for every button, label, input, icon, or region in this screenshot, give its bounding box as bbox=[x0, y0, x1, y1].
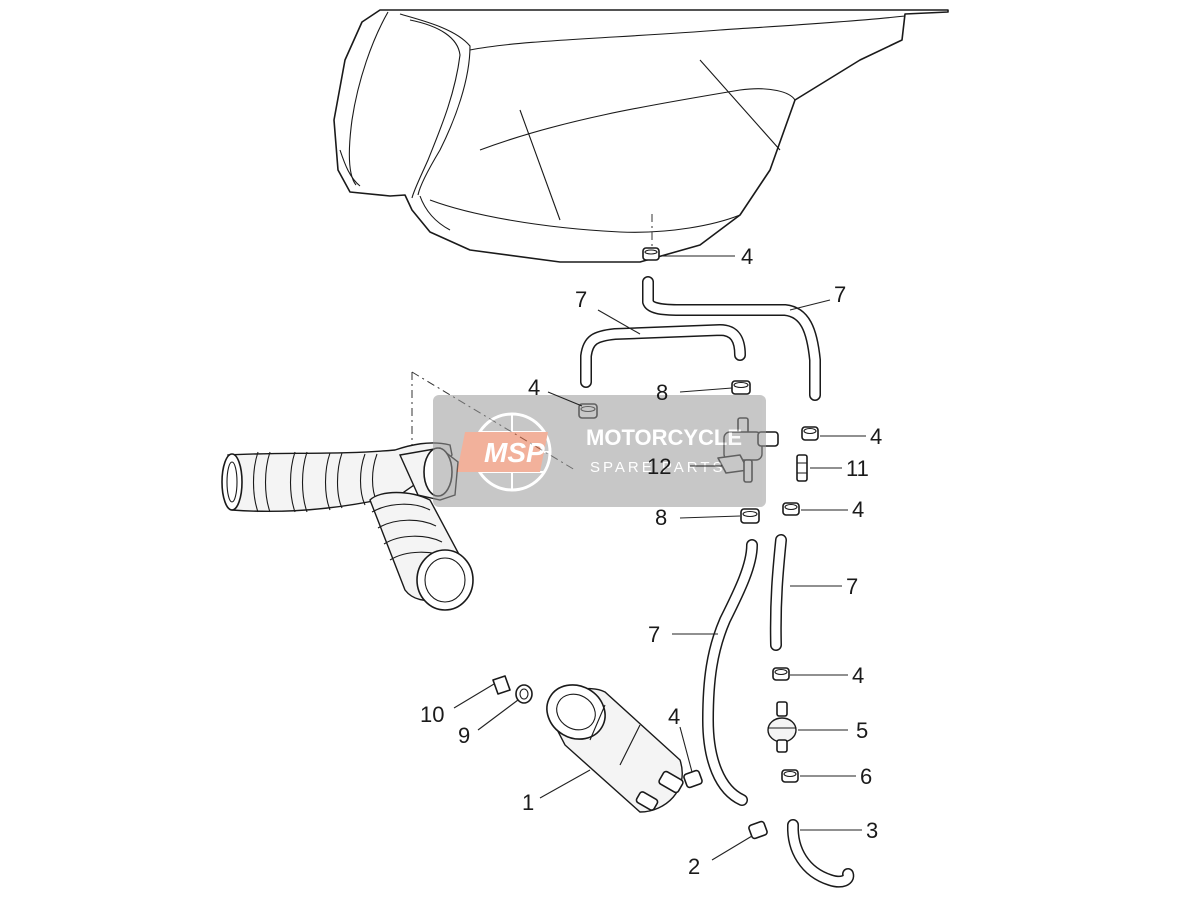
clamp-8-bottom bbox=[740, 508, 760, 524]
connector-11 bbox=[796, 454, 808, 482]
callout-10: 10 bbox=[420, 702, 444, 727]
callout-5: 5 bbox=[856, 718, 868, 743]
callout-11: 11 bbox=[846, 456, 869, 481]
grommet-9 bbox=[515, 684, 533, 704]
clamp-4-right-mid bbox=[782, 502, 800, 516]
clamp-8-top bbox=[731, 380, 751, 395]
watermark-logo: MSP bbox=[484, 437, 545, 468]
callout-8: 8 bbox=[656, 380, 668, 405]
callout-4: 4 bbox=[852, 497, 864, 522]
callout-6: 6 bbox=[860, 764, 872, 789]
callout-4: 4 bbox=[852, 663, 864, 688]
callout-8: 8 bbox=[655, 505, 667, 530]
callout-7: 7 bbox=[846, 574, 858, 599]
clamp-2 bbox=[748, 820, 768, 840]
clamp-4-lower bbox=[772, 667, 790, 681]
callout-7: 7 bbox=[575, 287, 587, 312]
hose-upper-7-left bbox=[580, 324, 746, 388]
callout-3: 3 bbox=[866, 818, 878, 843]
callout-2: 2 bbox=[688, 854, 700, 879]
callout-4: 4 bbox=[741, 244, 753, 269]
watermark-line2: SPARE PARTS bbox=[590, 459, 726, 476]
seat-assembly bbox=[333, 9, 949, 263]
hose-bottom-3 bbox=[786, 819, 855, 888]
callout-7: 7 bbox=[834, 282, 846, 307]
callout-9: 9 bbox=[458, 723, 470, 748]
clamp-6 bbox=[781, 769, 799, 783]
watermark: MSP MOTORCYCLE SPARE PARTS bbox=[433, 395, 766, 507]
callout-4: 4 bbox=[668, 704, 680, 729]
clamp-4-right-top bbox=[801, 426, 819, 441]
watermark-line1: MOTORCYCLE bbox=[586, 425, 742, 450]
carbon-canister bbox=[546, 684, 684, 813]
leader-lines bbox=[453, 255, 866, 861]
callouts: 4 7 7 4 8 4 12 11 8 4 7 7 4 10 9 4 5 6 1… bbox=[420, 244, 882, 879]
hose-mid-7-left bbox=[702, 539, 758, 806]
callout-1: 1 bbox=[522, 790, 534, 815]
callout-4: 4 bbox=[528, 375, 540, 400]
clamp-4-canister bbox=[683, 769, 703, 789]
clamp-4-top bbox=[642, 247, 660, 261]
bracket-10 bbox=[492, 675, 511, 695]
callout-12: 12 bbox=[647, 454, 671, 479]
valve-5 bbox=[767, 701, 797, 753]
callout-7: 7 bbox=[648, 622, 660, 647]
hose-upper-7 bbox=[642, 276, 821, 401]
callout-4: 4 bbox=[870, 424, 882, 449]
hose-mid-7-right bbox=[769, 534, 787, 651]
